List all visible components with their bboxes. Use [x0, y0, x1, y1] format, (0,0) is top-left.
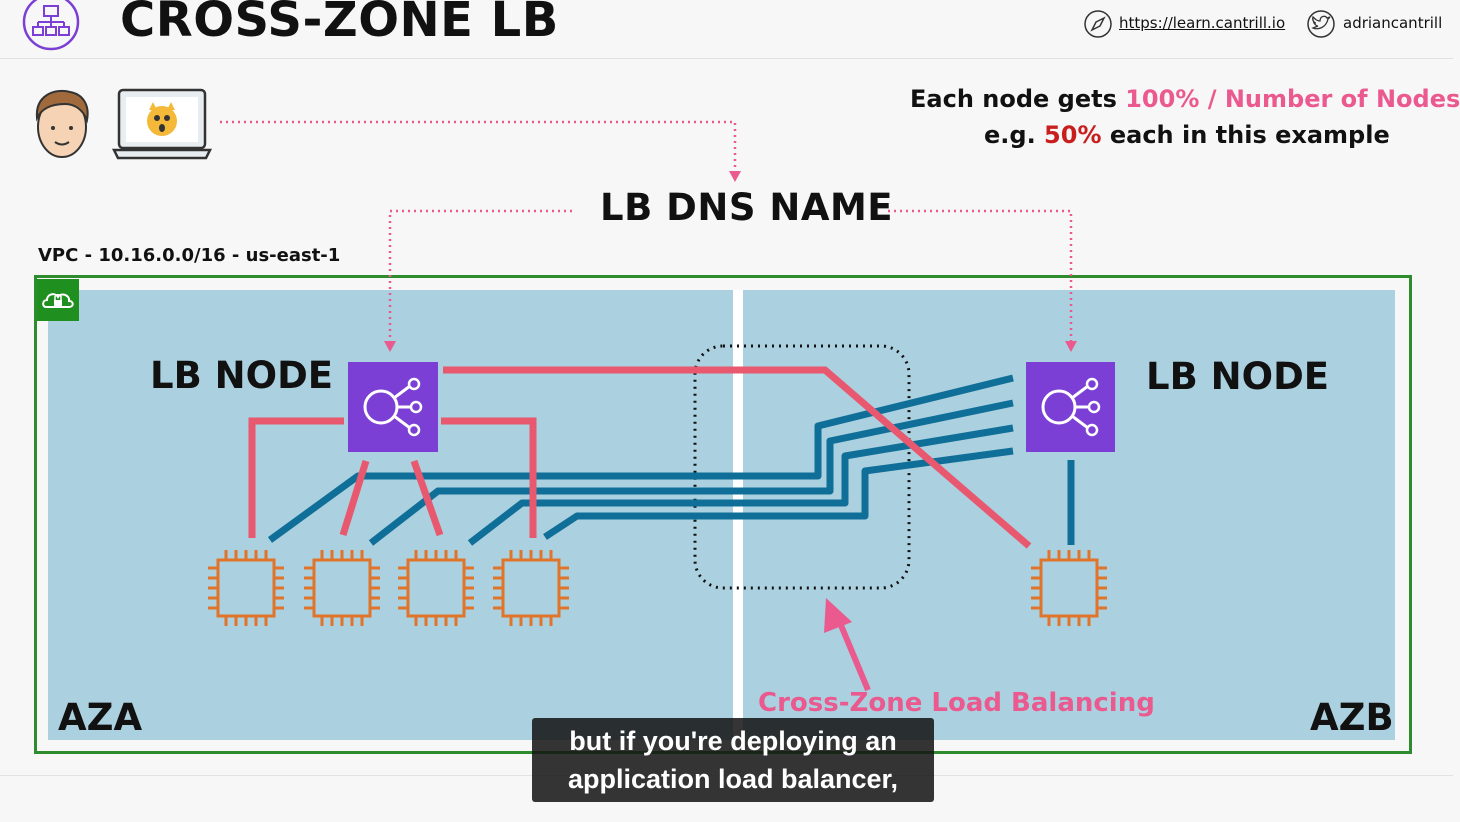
- ec2-instance-icon: [302, 548, 382, 628]
- note-line-2-suffix: each in this example: [1101, 121, 1390, 149]
- video-caption: but if you're deploying an application l…: [532, 718, 934, 802]
- ec2-instance-icon: [396, 548, 476, 628]
- compass-icon: [1084, 10, 1112, 38]
- user-avatar-icon: [35, 90, 89, 158]
- ec2-instance-icon: [206, 548, 286, 628]
- page-title: CROSS-ZONE LB: [120, 0, 559, 48]
- load-balancer-icon: [348, 362, 438, 452]
- lb-node-label-left: LB NODE: [150, 354, 334, 397]
- az-b-label: AZB: [1310, 696, 1394, 739]
- note-line-2-text: e.g.: [984, 121, 1045, 149]
- arrow-icon: [384, 171, 1077, 352]
- dns-routes: [220, 120, 1073, 342]
- az-a-label: AZA: [58, 696, 143, 739]
- laptop-icon: [111, 88, 213, 160]
- ec2-instance-icon: [491, 548, 571, 628]
- caption-line-1: but if you're deploying an: [569, 726, 897, 756]
- vpc-lock-icon: [37, 279, 79, 321]
- arrow-icon: [824, 598, 871, 692]
- note-line-2-highlight: 50%: [1044, 121, 1102, 149]
- cross-zone-teal-routes: [267, 374, 1075, 546]
- load-balancer-icon: [1026, 362, 1115, 452]
- ec2-instance-icon: [1029, 548, 1109, 628]
- course-link[interactable]: https://learn.cantrill.io: [1119, 14, 1286, 32]
- caption-line-2: application load balancer,: [567, 764, 899, 794]
- note-line-2: e.g. 50% each in this example: [984, 121, 1390, 149]
- local-pink-routes: [248, 366, 1032, 549]
- note-line-1-highlight: 100% / Number of Nodes: [1125, 85, 1460, 113]
- twitter-handle: adriancantrill: [1343, 14, 1443, 32]
- header-divider: [0, 58, 1453, 59]
- lb-dns-name: LB DNS NAME: [600, 186, 894, 229]
- note-line-1-text: Each node gets: [910, 85, 1126, 113]
- cross-zone-label: Cross-Zone Load Balancing: [758, 688, 1155, 718]
- note-line-1: Each node gets 100% / Number of Nodes: [910, 85, 1460, 113]
- lb-node-label-right: LB NODE: [1146, 355, 1330, 398]
- vpc-label: VPC - 10.16.0.0/16 - us-east-1: [38, 245, 341, 266]
- twitter-icon: [1307, 10, 1335, 38]
- architecture-icon: [22, 0, 80, 51]
